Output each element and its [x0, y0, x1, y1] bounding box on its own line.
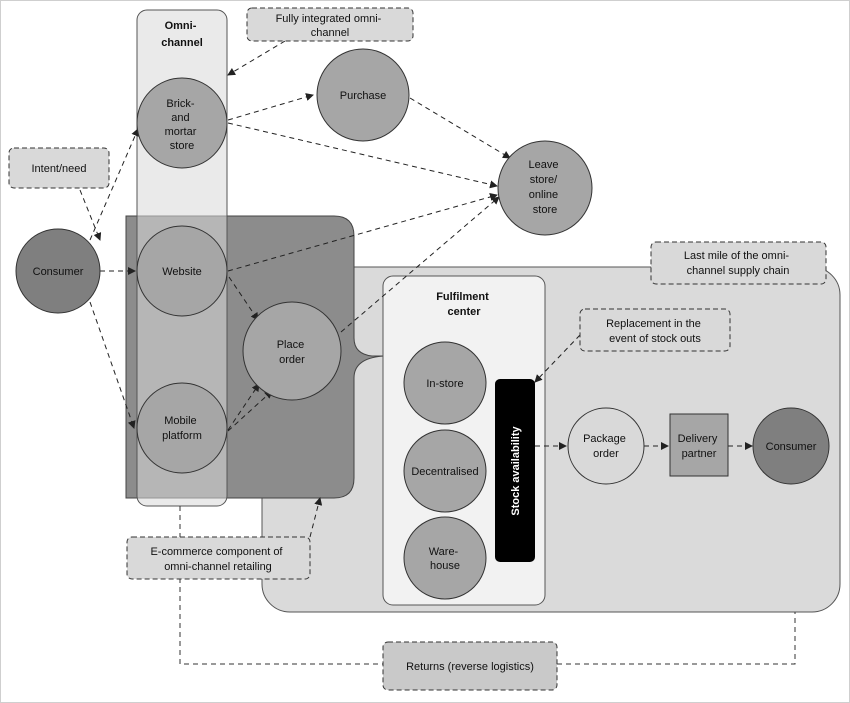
- svg-text:Mobile platform: Mobile platform: [162, 415, 202, 442]
- svg-text:Package order: Package order: [583, 433, 629, 460]
- node-decentralised: Decentralised: [403, 429, 487, 513]
- omni-channel-title: Omni- channel: [161, 20, 203, 49]
- node-stock-availability: Stock availability: [495, 379, 535, 562]
- svg-text:Replacement in the event: Replacement in the event of stock outs: [606, 318, 704, 345]
- callout-replacement: Replacement in the event of stock outs: [579, 308, 731, 352]
- node-in-store: In-store: [403, 341, 487, 425]
- svg-text:Fully integrated omni- c: Fully integrated omni- channel: [276, 13, 385, 39]
- flow-arrows: [79, 40, 753, 538]
- arrow-website-leave: [227, 193, 498, 272]
- callout-last-mile: Last mile of the omni- channel supply ch…: [650, 241, 827, 285]
- svg-text:Stock availability: Stock availability: [510, 425, 522, 515]
- arrow-mobile-placeorder-1: [227, 383, 260, 431]
- arrow-fully-integrated: [227, 40, 286, 76]
- arrow-brick-leave: [227, 122, 498, 189]
- callout-intent-need: Intent/need: [8, 147, 110, 189]
- svg-text:Brick- and mortar: Brick- and mortar store: [165, 98, 200, 152]
- svg-text:E-commerce component of: E-commerce component of omni-channel ret…: [150, 546, 285, 573]
- arrow-consumer-mobile: [89, 301, 136, 429]
- svg-text:Place order: Place order: [277, 339, 308, 366]
- returns-loop: [179, 506, 796, 665]
- callout-ecommerce-component: E-commerce component of omni-channel ret…: [126, 536, 311, 580]
- svg-text:Consumer: Consumer: [33, 266, 84, 278]
- node-consumer-left: Consumer: [15, 228, 101, 314]
- node-place-order: Place order: [242, 301, 342, 401]
- svg-text:Purchase: Purchase: [340, 90, 386, 102]
- svg-text:Delivery partner: Delivery partner: [678, 433, 721, 460]
- node-leave-store: Leave store/ online store: [497, 140, 593, 236]
- node-warehouse: Ware- house: [403, 516, 487, 600]
- node-consumer-right: Consumer: [752, 407, 830, 485]
- node-delivery-partner: Delivery partner: [669, 413, 729, 477]
- arrow-intent: [79, 189, 102, 241]
- node-mobile-platform: Mobile platform: [136, 382, 228, 474]
- svg-text:Decentralised: Decentralised: [411, 466, 478, 478]
- arrow-brick-purchase: [227, 93, 314, 121]
- svg-text:Consumer: Consumer: [766, 441, 817, 453]
- svg-text:Returns (reverse logistics): Returns (reverse logistics): [406, 661, 534, 673]
- callout-returns: Returns (reverse logistics): [382, 641, 558, 691]
- arrow-ecommerce: [309, 497, 323, 538]
- callout-fully-integrated: Fully integrated omni- channel: [246, 7, 414, 42]
- node-package-order: Package order: [567, 407, 645, 485]
- node-brick-and-mortar: Brick- and mortar store: [136, 77, 228, 169]
- svg-text:Leave store/ onlin: Leave store/ online store: [528, 159, 561, 216]
- arrow-replacement: [534, 334, 581, 383]
- fulfilment-center-title: Fulfilment center: [436, 291, 492, 318]
- svg-text:In-store: In-store: [426, 378, 463, 390]
- arrow-consumer-brick: [89, 128, 139, 241]
- node-purchase: Purchase: [316, 48, 410, 142]
- svg-text:Website: Website: [162, 266, 202, 278]
- svg-text:Last mile of the omni- c: Last mile of the omni- channel supply ch…: [684, 250, 792, 277]
- arrow-mobile-placeorder-2: [227, 390, 273, 432]
- svg-text:Intent/need: Intent/need: [31, 163, 86, 175]
- node-website: Website: [136, 225, 228, 317]
- arrow-placeorder-leave: [340, 196, 500, 333]
- arrow-purchase-leave: [409, 97, 511, 159]
- svg-text:Ware- house: Ware- house: [429, 546, 462, 572]
